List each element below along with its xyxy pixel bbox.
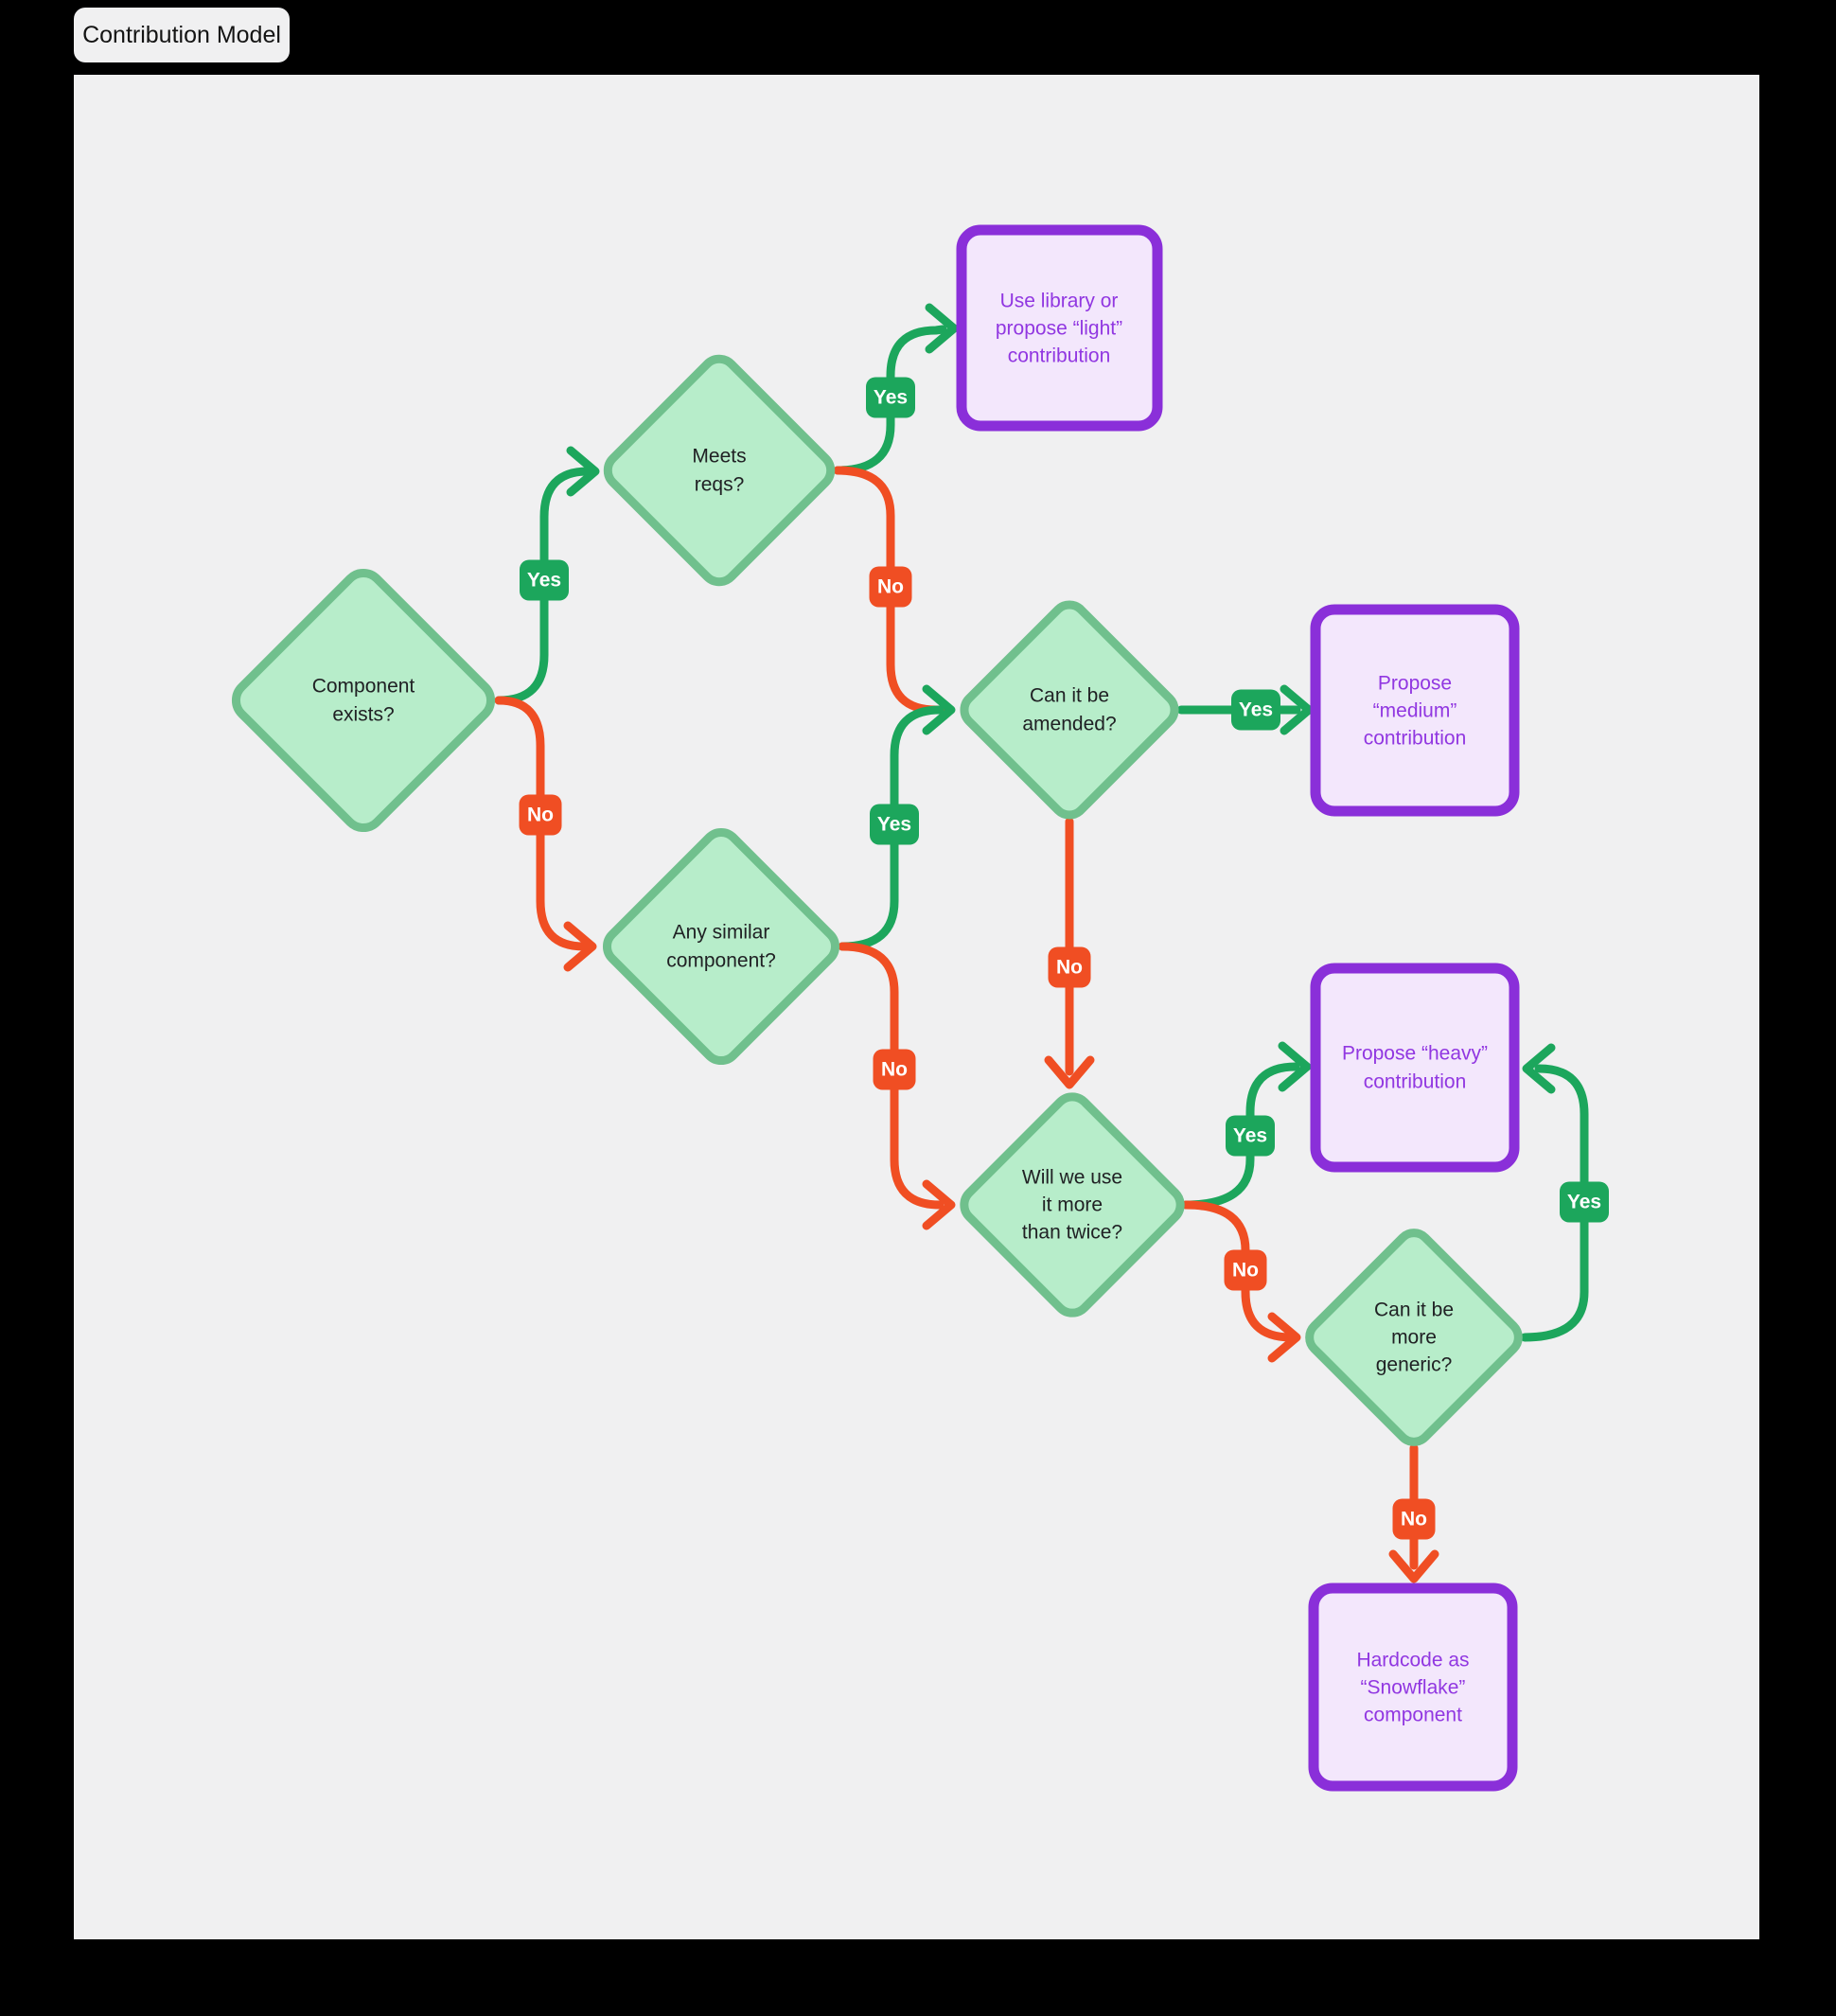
box-label-line: Propose bbox=[1378, 673, 1452, 695]
node-label-line: generic? bbox=[1376, 1354, 1453, 1376]
badge-background bbox=[869, 566, 912, 608]
edge-twice-yes-line bbox=[1181, 1062, 1300, 1210]
edge-label-no-generic[interactable]: No bbox=[1392, 1498, 1436, 1540]
edge-meets-reqs-no-line bbox=[833, 466, 948, 715]
node-label-line: Will we use bbox=[1022, 1167, 1122, 1189]
node-label-line: Component bbox=[312, 676, 415, 698]
edge-twice-no-arrowhead-icon bbox=[1267, 1312, 1301, 1363]
edge-twice-yes-arrowhead-icon bbox=[1278, 1041, 1312, 1092]
diamond-shape[interactable] bbox=[228, 565, 499, 836]
badge-background bbox=[519, 794, 562, 836]
node-label-line: it more bbox=[1042, 1194, 1103, 1216]
badge-label: No bbox=[881, 1059, 908, 1081]
box-label-line: Use library or bbox=[1000, 291, 1119, 312]
edge-generic-yes-line bbox=[1520, 1064, 1589, 1342]
box-label-line: contribution bbox=[1364, 728, 1467, 750]
node-can-be-amended: Can it be amended? bbox=[958, 598, 1181, 822]
tab-label: Contribution Model bbox=[82, 21, 281, 48]
diamond-shape[interactable] bbox=[600, 825, 842, 1068]
badge-background bbox=[520, 559, 569, 601]
edge-label-no-amended[interactable]: No bbox=[1048, 946, 1091, 988]
outcome-box-shape[interactable] bbox=[1308, 1583, 1518, 1792]
edge-generic-no-arrowhead-icon bbox=[1388, 1549, 1439, 1583]
node-label-line: exists? bbox=[332, 704, 394, 726]
edge-label-yes-twice[interactable]: Yes bbox=[1226, 1115, 1275, 1157]
edge-label-yes-amended[interactable]: Yes bbox=[1231, 689, 1280, 731]
edge-label-yes-component-exists[interactable]: Yes bbox=[520, 559, 569, 601]
edge-any-similar-no-arrowhead-icon bbox=[922, 1179, 956, 1230]
node-label-line: Any similar bbox=[673, 922, 770, 944]
badge-background bbox=[1048, 946, 1091, 988]
badge-label: No bbox=[1401, 1509, 1427, 1530]
badge-background bbox=[1560, 1181, 1609, 1223]
edge-any-similar-yes-arrowhead-icon bbox=[922, 684, 956, 735]
tab-contribution-model[interactable]: Contribution Model bbox=[74, 8, 290, 62]
badge-label: Yes bbox=[1239, 699, 1273, 721]
badge-background bbox=[1224, 1249, 1267, 1291]
badge-label: No bbox=[1056, 957, 1083, 979]
box-label-line: component bbox=[1364, 1705, 1462, 1726]
node-snowflake-component: Hardcode as “Snowflake” component bbox=[1308, 1583, 1518, 1792]
box-label-line: contribution bbox=[1008, 345, 1111, 367]
node-label-line: Can it be bbox=[1374, 1300, 1454, 1321]
box-label-line: contribution bbox=[1364, 1071, 1467, 1093]
edge-component-exists-no-arrowhead-icon bbox=[563, 921, 597, 972]
diamond-shape[interactable] bbox=[601, 352, 838, 589]
node-label-line: amended? bbox=[1022, 714, 1116, 735]
edge-meets-reqs-yes-line bbox=[833, 325, 947, 475]
node-label-line: component? bbox=[666, 950, 776, 972]
outcome-box-shape[interactable] bbox=[1310, 604, 1520, 817]
edge-label-no-component-exists[interactable]: No bbox=[519, 794, 562, 836]
diamond-shape[interactable] bbox=[958, 598, 1181, 822]
node-label-line: reqs? bbox=[695, 474, 745, 496]
badge-label: No bbox=[527, 805, 554, 826]
node-label-line: more bbox=[1391, 1327, 1437, 1349]
node-component-exists: Component exists? bbox=[228, 565, 499, 836]
badge-label: Yes bbox=[1233, 1125, 1267, 1147]
edge-label-yes-any-similar[interactable]: Yes bbox=[870, 804, 919, 845]
badge-background bbox=[866, 377, 915, 418]
badge-label: Yes bbox=[874, 387, 908, 409]
node-meets-reqs: Meets reqs? bbox=[601, 352, 838, 589]
badge-background bbox=[1231, 689, 1280, 731]
edge-label-no-twice[interactable]: No bbox=[1224, 1249, 1267, 1291]
box-label-line: propose “light” bbox=[996, 318, 1122, 340]
node-use-more-than-twice: Will we use it more than twice? bbox=[957, 1089, 1187, 1319]
edge-amended-no-arrowhead-icon bbox=[1044, 1055, 1095, 1089]
box-label-line: Hardcode as bbox=[1356, 1650, 1469, 1671]
node-more-generic: Can it be more generic? bbox=[1303, 1227, 1526, 1449]
node-any-similar: Any similar component? bbox=[600, 825, 842, 1068]
badge-label: No bbox=[877, 576, 904, 598]
badge-label: Yes bbox=[1567, 1192, 1601, 1213]
edge-label-yes-meets-reqs[interactable]: Yes bbox=[866, 377, 915, 418]
badge-label: No bbox=[1232, 1260, 1259, 1282]
edge-label-no-meets-reqs[interactable]: No bbox=[869, 566, 912, 608]
edge-meets-reqs-yes-arrowhead-icon bbox=[925, 303, 959, 354]
badge-background bbox=[1392, 1498, 1436, 1540]
node-medium-contribution: Propose “medium” contribution bbox=[1310, 604, 1520, 817]
node-label-line: Can it be bbox=[1030, 685, 1109, 707]
outcome-box-shape[interactable] bbox=[956, 224, 1163, 432]
badge-background bbox=[873, 1049, 916, 1090]
edge-generic-yes-arrowhead-icon bbox=[1522, 1043, 1556, 1094]
node-label-line: Meets bbox=[692, 446, 746, 468]
badge-background bbox=[870, 804, 919, 845]
badge-label: Yes bbox=[527, 570, 561, 592]
diamond-shape[interactable] bbox=[957, 1089, 1187, 1319]
outcome-box-shape[interactable] bbox=[1310, 963, 1520, 1173]
node-heavy-contribution: Propose “heavy” contribution bbox=[1310, 963, 1520, 1173]
edge-amended-yes-arrowhead-icon bbox=[1280, 684, 1314, 735]
edge-label-no-any-similar[interactable]: No bbox=[873, 1049, 916, 1090]
node-label-line: than twice? bbox=[1022, 1222, 1122, 1244]
badge-background bbox=[1226, 1115, 1275, 1157]
badge-label: Yes bbox=[877, 814, 911, 836]
box-label-line: “Snowflake” bbox=[1361, 1677, 1466, 1699]
diamond-shape[interactable] bbox=[1303, 1227, 1526, 1449]
edge-label-yes-generic[interactable]: Yes bbox=[1560, 1181, 1609, 1223]
node-light-contribution: Use library or propose “light” contribut… bbox=[956, 224, 1163, 432]
box-label-line: “medium” bbox=[1373, 700, 1457, 722]
box-label-line: Propose “heavy” bbox=[1342, 1043, 1488, 1065]
edge-component-exists-yes-arrowhead-icon bbox=[566, 446, 600, 497]
